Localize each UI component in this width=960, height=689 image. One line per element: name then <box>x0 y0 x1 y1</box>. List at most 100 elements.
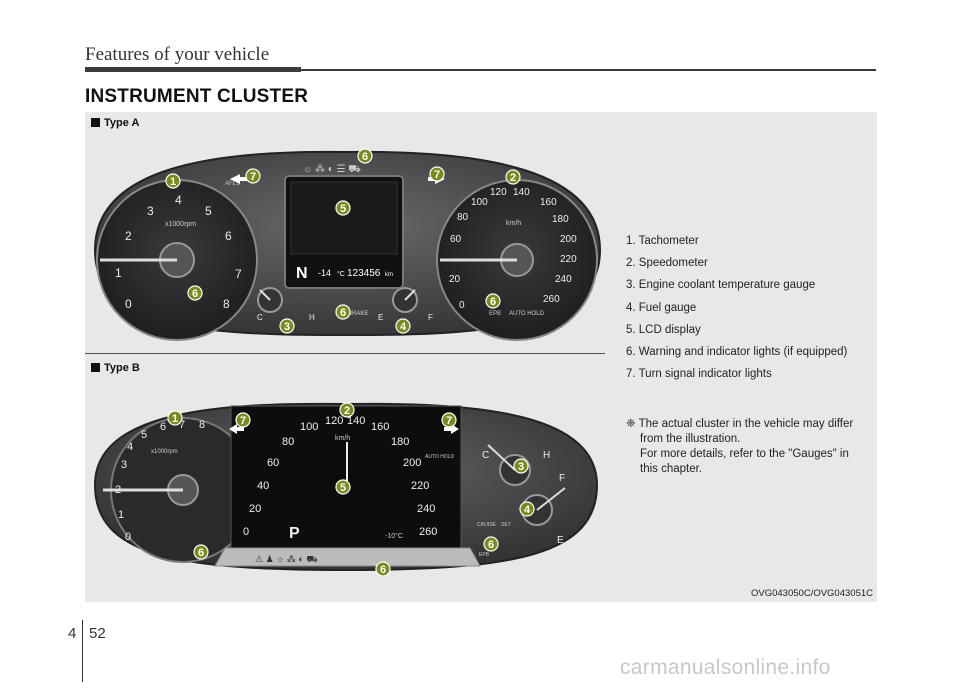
svg-text:6: 6 <box>490 296 496 308</box>
speed-tick-label: 220 <box>560 254 577 265</box>
type-a-cluster-illustration: 0 1 2 3 4 5 6 7 8 x1000rpm AFLS 0 20 60 … <box>93 148 602 341</box>
speed-tick-label: 260 <box>543 294 560 305</box>
svg-text:7: 7 <box>250 171 256 183</box>
callout-6: 6 <box>193 544 209 560</box>
legend-item: 2. Speedometer <box>626 257 708 270</box>
fuel-needle <box>536 487 566 511</box>
tach-tick-label: 8 <box>199 419 205 431</box>
legend-item: 7. Turn signal indicator lights <box>626 368 772 381</box>
square-bullet-icon <box>91 118 100 127</box>
callout-4: 4 <box>519 501 535 517</box>
callout-5: 5 <box>335 200 351 216</box>
speed-unit: km/h <box>506 220 521 227</box>
right-turn-signal-icon <box>444 424 459 434</box>
warning-lights-row: ⚠ ♟ ☼ ⁂ ◐ ⛟ <box>255 554 318 564</box>
callout-7: 7 <box>235 412 251 428</box>
tach-tick-label: 7 <box>179 419 185 431</box>
gear-indicator: P <box>289 525 300 542</box>
tach-tick-label: 3 <box>147 204 154 218</box>
speed-tick-label: 160 <box>540 197 557 208</box>
square-bullet-icon <box>91 363 100 372</box>
callout-7: 7 <box>429 166 445 182</box>
callout-6: 6 <box>187 285 203 301</box>
lcd-odometer: 123456 <box>347 268 381 279</box>
callout-3: 3 <box>279 318 295 334</box>
svg-text:2: 2 <box>510 172 516 184</box>
fuel-needle <box>404 289 416 301</box>
svg-text:5: 5 <box>340 203 346 215</box>
callout-6: 6 <box>483 536 499 552</box>
svg-text:2: 2 <box>344 405 350 417</box>
speed-tick-label: 200 <box>403 457 421 469</box>
tach-tick-label: 5 <box>205 204 212 218</box>
tach-tick-label: 3 <box>121 459 127 471</box>
page-divider <box>82 620 83 682</box>
svg-text:6: 6 <box>488 539 494 551</box>
svg-text:6: 6 <box>198 547 204 559</box>
callout-4: 4 <box>395 318 411 334</box>
speed-tick-label: 140 <box>347 415 365 427</box>
auto-hold-label: AUTO HOLD <box>425 454 454 460</box>
lcd-temp: -14 <box>318 268 331 278</box>
lcd-odometer-unit: km <box>385 272 393 278</box>
tach-tick-label: 6 <box>225 229 232 243</box>
fuel-low-label: E <box>378 313 383 322</box>
cruise-label: CRUISE <box>477 522 497 528</box>
speed-tick-label: 180 <box>391 436 409 448</box>
tach-tick-label: 0 <box>125 297 132 311</box>
legend-item: 6. Warning and indicator lights (if equi… <box>626 345 848 358</box>
coolant-low-label: C <box>482 450 489 461</box>
type-a-label: Type A <box>91 117 139 129</box>
svg-text:7: 7 <box>240 415 246 427</box>
fuel-high-label: F <box>428 313 433 322</box>
note-line: For more details, refer to the "Gauges" … <box>640 448 849 460</box>
lcd-screen <box>290 181 398 255</box>
coolant-high-label: H <box>309 313 315 322</box>
svg-text:6: 6 <box>192 288 198 300</box>
svg-text:6: 6 <box>380 564 386 576</box>
svg-text:4: 4 <box>400 321 407 333</box>
left-turn-signal-icon <box>229 424 244 434</box>
coolant-needle <box>487 444 516 471</box>
cluster-note: ❈ The actual cluster in the vehicle may … <box>626 417 876 477</box>
callout-1: 1 <box>165 173 181 189</box>
callout-2: 2 <box>505 169 521 185</box>
tach-tick-label: 2 <box>115 484 121 496</box>
brake-label: BRAKE <box>348 311 368 317</box>
callout-7: 7 <box>245 168 261 184</box>
speed-tick-label: 80 <box>457 212 469 223</box>
speed-tick-label: 240 <box>417 503 435 515</box>
speed-tick-label: 240 <box>555 274 572 285</box>
fuel-low-label: E <box>557 535 564 546</box>
legend-item: 1. Tachometer <box>626 235 699 247</box>
note-line: from the illustration. <box>640 433 741 445</box>
tach-unit: x1000rpm <box>151 449 178 455</box>
svg-text:6: 6 <box>362 151 368 163</box>
speed-tick-label: 0 <box>243 526 249 538</box>
svg-text:6: 6 <box>340 307 346 319</box>
warning-lights-row: ☼ ⁂ ◐ ☰ ⛟ <box>303 164 361 175</box>
speed-tick-label: 260 <box>419 526 437 538</box>
tach-tick-label: 6 <box>160 421 166 433</box>
speed-tick-label: 60 <box>450 234 462 245</box>
left-turn-signal-icon <box>230 174 247 184</box>
svg-text:3: 3 <box>518 461 524 473</box>
coolant-needle <box>259 289 271 301</box>
outside-temp: -10°C <box>385 532 403 540</box>
svg-text:1: 1 <box>172 413 178 425</box>
lcd-temp-unit: °C <box>337 270 345 278</box>
watermark: carmanualsonline.info <box>620 656 831 679</box>
tach-tick-label: 8 <box>223 297 230 311</box>
callout-5: 5 <box>335 479 351 495</box>
afls-label: AFLS <box>225 181 240 187</box>
page-title: INSTRUMENT CLUSTER <box>85 86 309 107</box>
lcd-gear: N <box>296 265 308 282</box>
tach-tick-label: 7 <box>235 267 242 281</box>
callout-6: 6 <box>357 148 373 164</box>
note-symbol: ❈ <box>626 418 636 430</box>
speed-tick-label: 60 <box>267 457 279 469</box>
speed-tick-label: 180 <box>552 214 569 225</box>
speed-tick-label: 0 <box>459 300 465 311</box>
speed-tick-label: 220 <box>411 480 429 492</box>
callout-6: 6 <box>485 293 501 309</box>
